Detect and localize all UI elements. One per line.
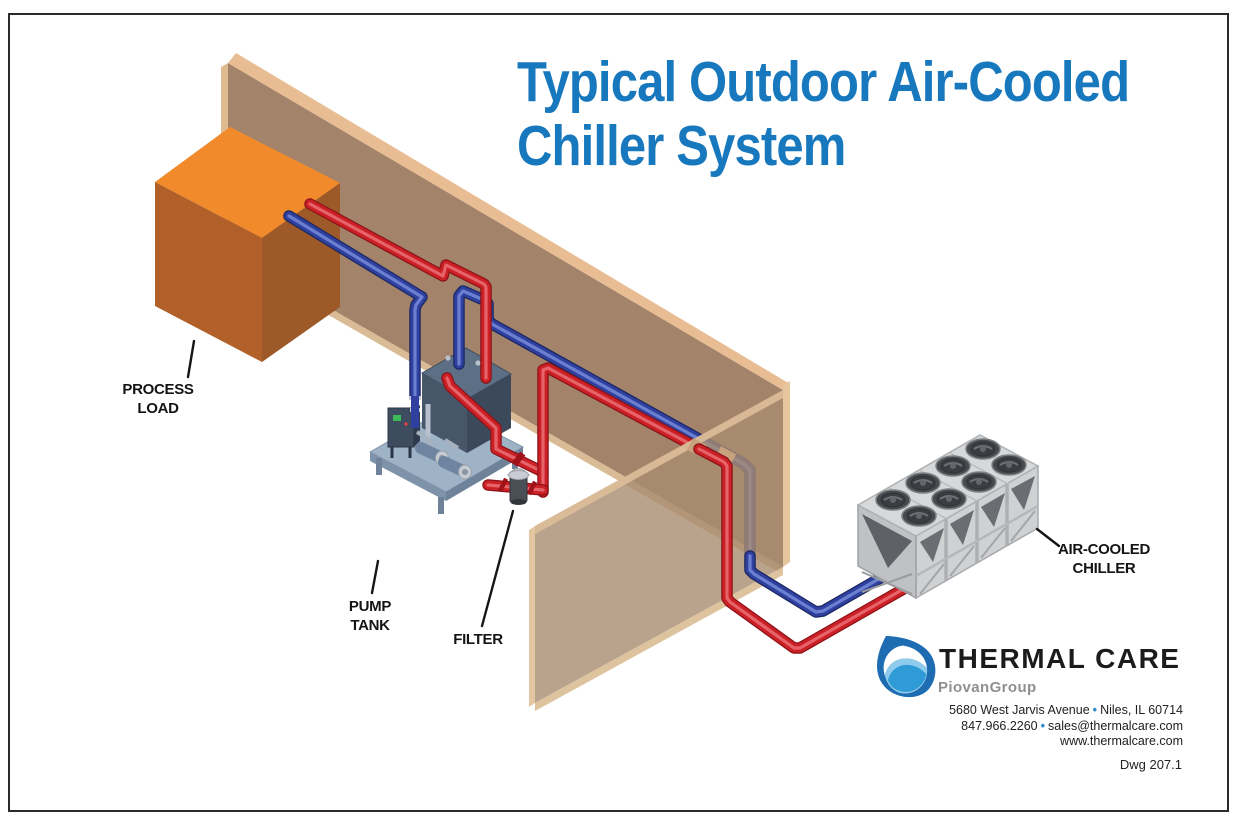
label-process-load: PROCESS LOAD [122, 380, 194, 418]
address-block: 5680 West Jarvis Avenue•Niles, IL 60714 … [949, 703, 1183, 750]
fan-icon [905, 472, 941, 494]
title-line-1: Typical Outdoor Air-Cooled [517, 50, 1130, 114]
process-load-top [155, 127, 340, 238]
chiller-fans [875, 438, 1027, 527]
panel-display [393, 415, 401, 421]
label-filter: FILTER [453, 630, 503, 649]
process-load-leader [186, 339, 196, 379]
leader-lines [186, 339, 1061, 628]
bullet-separator: • [1092, 703, 1098, 717]
label-process-load-line1: PROCESS [122, 381, 194, 398]
address-line-2: 847.966.2260•sales@thermalcare.com [949, 719, 1183, 735]
chiller-brace [1010, 510, 1036, 542]
label-pump-tank-line1: PUMP [348, 598, 392, 615]
label-filter-text: FILTER [453, 631, 503, 648]
chiller-hopper [1011, 476, 1035, 510]
chiller-brace [949, 545, 975, 577]
air-cooled-chiller-unit [856, 434, 1040, 600]
page-title: Typical Outdoor Air-Cooled Chiller Syste… [517, 50, 1130, 178]
drawing-number: Dwg 207.1 [1119, 757, 1182, 772]
fan-icon [961, 471, 997, 493]
skid-pipe [443, 438, 460, 450]
fan-icon [965, 438, 1001, 460]
title-line-2: Chiller System [517, 114, 846, 178]
flange [497, 477, 509, 493]
brand-wordmark: THERMAL CARE [939, 643, 1181, 674]
label-air-cooled-chiller: AIR-COOLED CHILLER [1058, 540, 1150, 578]
factory-wall-corner [529, 381, 790, 711]
process-load-box [155, 127, 340, 362]
thermal-care-drop-logo-icon [877, 636, 936, 698]
inline-filter [506, 468, 531, 505]
filter-leader [480, 509, 515, 628]
wall-sleeve-blue [714, 446, 737, 466]
address-street: 5680 West Jarvis Avenue [949, 703, 1090, 717]
page-border [8, 13, 1229, 812]
skid-leg [376, 458, 382, 475]
address-line-3: www.thermalcare.com [949, 734, 1183, 750]
pump-tank-leader [370, 559, 380, 595]
process-load-right-face [262, 183, 340, 362]
fan-icon [875, 489, 911, 511]
wall-top-edge [228, 53, 790, 390]
label-pump-tank: PUMP TANK [349, 597, 391, 635]
website-url: www.thermalcare.com [1060, 734, 1183, 748]
pump-head-center [462, 469, 468, 475]
label-process-load-line2: LOAD [137, 400, 179, 417]
label-pump-tank-line2: TANK [350, 617, 390, 634]
drop-wave-white [883, 645, 927, 676]
pump-motor [415, 442, 444, 462]
wall-face [228, 63, 783, 567]
chiller-leader [1035, 527, 1061, 548]
chiller-hopper [862, 514, 912, 568]
bullet-separator: • [1040, 718, 1046, 733]
label-chiller-line2: CHILLER [1072, 560, 1136, 577]
pump-skid-side [446, 447, 523, 501]
pipe-flanges [409, 396, 538, 496]
filter-bottom [510, 499, 527, 505]
chiller-hopper [981, 493, 1005, 527]
address-line-1: 5680 West Jarvis Avenue•Niles, IL 60714 [949, 703, 1183, 719]
panel-indicator [404, 422, 408, 426]
flange [526, 480, 538, 496]
phone-number: 847.966.2260 [961, 718, 1038, 733]
fan-icon [931, 488, 967, 510]
fan-icon [901, 505, 937, 527]
tank-vent-fitting [475, 360, 481, 366]
wall2-corner-post [783, 381, 790, 567]
chiller-brace [919, 563, 945, 595]
chiller-hopper [950, 510, 974, 545]
chiller-rail [915, 504, 1039, 578]
label-chiller-line1: AIR-COOLED [1058, 541, 1150, 558]
wall2-top-edge [535, 390, 783, 534]
fan-icon [991, 454, 1027, 476]
address-city: Niles, IL 60714 [1100, 703, 1183, 717]
chiller-brace [980, 527, 1006, 559]
control-panel [387, 407, 415, 448]
skid-leg [438, 497, 444, 514]
drop-wave-mid [888, 664, 926, 692]
tank-vent-fitting [445, 355, 451, 361]
wall2-bottom-edge [535, 567, 783, 711]
wall2-left-edge [529, 526, 535, 707]
skid-pipe [415, 430, 432, 448]
filter-cap-rim [508, 470, 529, 480]
flange [511, 451, 526, 467]
pump-motor [438, 456, 467, 476]
pump-skid-front [370, 452, 446, 501]
fan-icon [935, 455, 971, 477]
wall2-face [535, 390, 783, 703]
chiller-hopper [920, 528, 944, 562]
brand-group-name: PiovanGroup [938, 679, 1037, 696]
chiller-brace [861, 573, 913, 593]
email-address: sales@thermalcare.com [1048, 718, 1183, 733]
process-load-left-face [155, 182, 262, 362]
